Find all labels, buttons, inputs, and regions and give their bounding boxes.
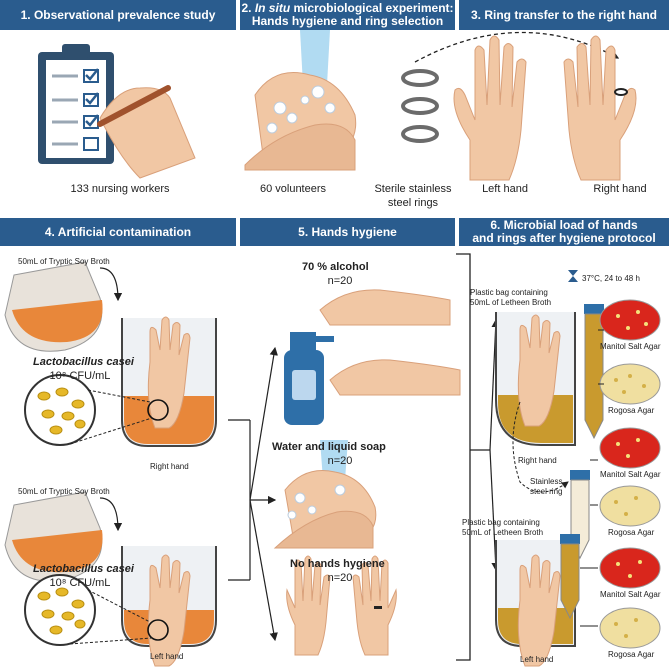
bag-bottom-line1: Plastic bag containing <box>462 518 540 527</box>
header-hands-hygiene: 5. Hands hygiene <box>240 218 455 246</box>
broth-label-bottom: 50mL of Tryptic Soy Broth <box>18 487 110 496</box>
broth-label-top: 50mL of Tryptic Soy Broth <box>18 257 110 266</box>
volunteers-caption: 60 volunteers <box>259 183 327 195</box>
petri-msa-3 <box>599 547 661 589</box>
alcohol-hand-top <box>319 289 451 326</box>
bag-container-bottom <box>495 540 576 667</box>
bag-top-line1: Plastic bag containing <box>470 288 548 297</box>
alcohol-group-n: n=20 <box>327 275 353 287</box>
clipboard-icon <box>38 44 114 164</box>
bracket-divider <box>456 253 471 661</box>
bacteria-cluster-top <box>37 387 86 435</box>
alcohol-group-title: 70 % alcohol <box>302 261 369 273</box>
steel-rings-icon <box>401 69 439 143</box>
flask-bottom-icon <box>4 491 103 582</box>
tube-bottom-icon <box>560 534 580 620</box>
ring-on-finger-icon <box>614 88 628 96</box>
right-hand-label-6: Right hand <box>518 456 557 465</box>
right-hand-caption: Right hand <box>593 183 647 195</box>
concentration-top: 10⁸ CFU/mL <box>49 370 111 382</box>
flask-top-icon <box>4 261 103 352</box>
rings-caption-line1: Sterile stainless <box>374 183 452 195</box>
agar-msa-label-3: Manitol Salt Agar <box>600 590 661 599</box>
flask-arrow-top <box>99 267 123 302</box>
ring-transfer-dashed <box>512 401 569 493</box>
no-hygiene-n: n=20 <box>327 572 353 584</box>
concentration-bottom: 10⁸ CFU/mL <box>49 577 111 589</box>
agar-rogosa-label-3: Rogosa Agar <box>608 650 655 659</box>
hands-washing-icon <box>244 30 357 171</box>
container-top-icon <box>121 316 217 447</box>
alcohol-dispenser-icon <box>284 332 334 425</box>
no-hygiene-title: No hands hygiene <box>290 558 385 570</box>
bacteria-cluster-bottom <box>37 587 86 635</box>
bag-top-line2: 50mL of Letheen Broth <box>470 298 552 307</box>
header-artificial-contamination: 4. Artificial contamination <box>0 218 236 246</box>
petri-rogosa-3 <box>599 607 661 649</box>
header-ring-transfer: 3. Ring transfer to the right hand <box>459 0 669 30</box>
header-observational-study: 1. Observational prevalence study <box>0 0 236 30</box>
left-hand-label-4: Left hand <box>150 652 184 661</box>
header-2-rest: microbiological experiment: <box>290 1 454 15</box>
species-label-top: Lactobacillus casei <box>33 356 134 368</box>
header-2-line2: Hands hygiene and ring selection <box>251 14 444 28</box>
left-hand-caption: Left hand <box>482 183 528 195</box>
group-arrows-left <box>228 346 278 642</box>
writing-hand-icon <box>97 85 196 179</box>
petri-msa-2 <box>599 427 661 469</box>
nursing-workers-caption: 133 nursing workers <box>70 183 170 195</box>
agar-rogosa-label-1: Rogosa Agar <box>608 406 655 415</box>
soap-washing-icon <box>273 440 377 549</box>
hourglass-icon <box>568 270 578 282</box>
no-hygiene-hands-icon <box>286 555 397 656</box>
header-6-line2: and rings after hygiene protocol <box>472 231 656 245</box>
agar-msa-label-2: Manitol Salt Agar <box>600 470 661 479</box>
bacteria-zoom-top <box>24 374 96 446</box>
right-hand-label-4: Right hand <box>150 462 189 471</box>
header-6-line1: 6. Microbial load of hands <box>490 218 638 232</box>
alcohol-hand-bottom <box>329 359 461 396</box>
flask-arrow-bottom <box>99 497 123 532</box>
species-label-bottom: Lactobacillus casei <box>33 563 134 575</box>
incubation-label: 37°C, 24 to 48 h <box>582 274 640 283</box>
bag-bottom-line2: 50mL of Letheen Broth <box>462 528 544 537</box>
tube-top-icon <box>584 304 604 440</box>
petri-rogosa-1 <box>599 363 661 405</box>
left-hand-label-6: Left hand <box>520 655 554 664</box>
header-in-situ-experiment: 2. In situ microbiological experiment: H… <box>240 0 455 30</box>
agar-msa-label-1: Manitol Salt Agar <box>600 342 661 351</box>
right-hand-icon <box>563 35 637 181</box>
ring-label-line2: steel ring <box>530 487 563 496</box>
petri-rogosa-2 <box>599 485 661 527</box>
soap-group-n: n=20 <box>327 455 353 467</box>
left-hand-icon <box>453 35 527 181</box>
bag-container-top <box>495 312 576 446</box>
rings-caption-line2: steel rings <box>387 197 439 209</box>
ring-label-line1: Stainless <box>530 477 563 486</box>
ring-transfer-arrow <box>414 31 620 63</box>
header-microbial-load: 6. Microbial load of hands and rings aft… <box>459 218 669 246</box>
header-2-italic: In situ <box>254 1 291 15</box>
agar-rogosa-label-2: Rogosa Agar <box>608 528 655 537</box>
soap-group-title: Water and liquid soap <box>272 441 386 453</box>
container-bottom-icon <box>121 546 217 667</box>
header-2-number: 2. <box>241 1 255 15</box>
petri-msa-1 <box>599 299 661 341</box>
